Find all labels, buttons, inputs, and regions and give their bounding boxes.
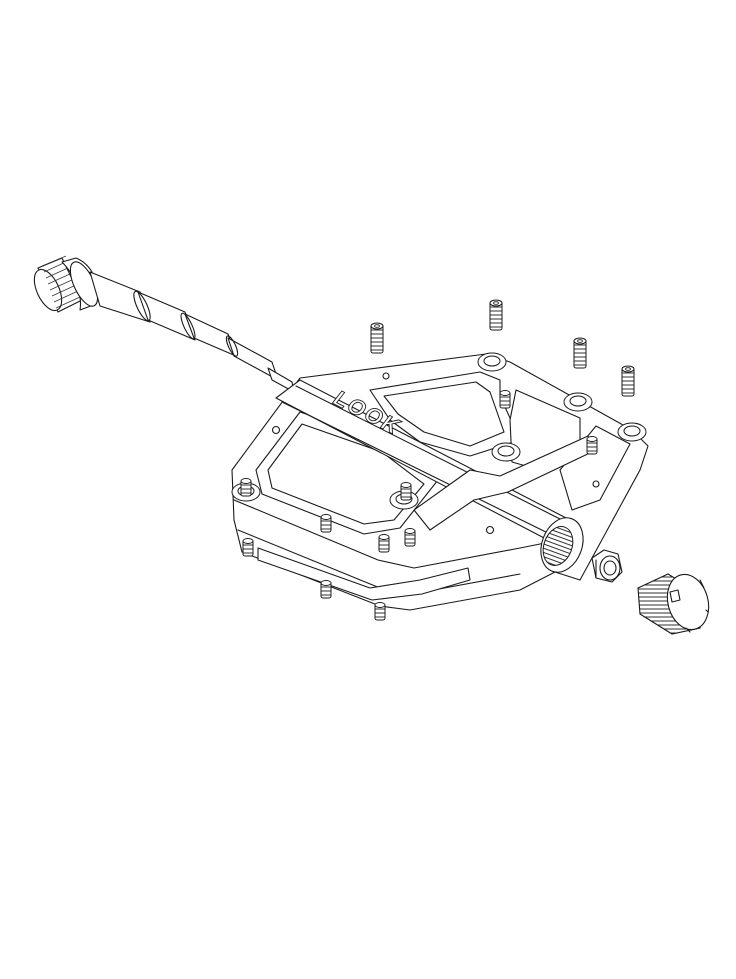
spindle-thread — [33, 255, 83, 313]
spindle — [33, 255, 295, 393]
bearing-bore — [540, 517, 584, 573]
lock-nut — [591, 549, 623, 583]
pedal-body: LOOK — [231, 352, 649, 611]
end-cap — [637, 573, 710, 635]
